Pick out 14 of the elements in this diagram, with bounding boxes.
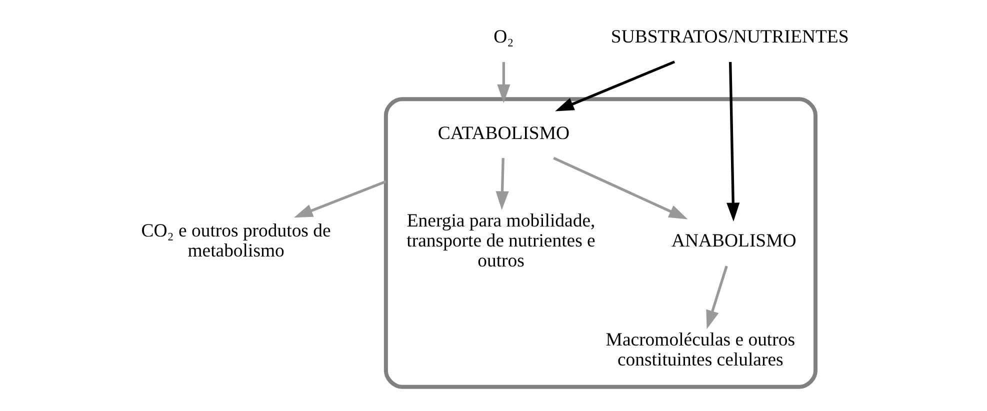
arrow bbox=[554, 60, 675, 112]
arrow bbox=[552, 156, 688, 220]
node-text: ANABOLISMO bbox=[670, 230, 796, 252]
node-text: CATABOLISMO bbox=[437, 122, 570, 144]
node-text: Energia para mobilidade, transporte de nutrientes e outros bbox=[406, 210, 595, 272]
arrow bbox=[726, 62, 740, 222]
arrow bbox=[496, 62, 510, 104]
node-text: Macromoléculas e outros constituintes celulares bbox=[605, 330, 795, 371]
node-text: SUBSTRATOS/NUTRIENTES bbox=[610, 26, 848, 48]
arrow bbox=[293, 180, 386, 218]
node-text: CO₂ e outros produtos de metabolismo bbox=[140, 220, 330, 262]
node-text: O₂ bbox=[493, 26, 514, 48]
arrow bbox=[706, 266, 728, 330]
arrow bbox=[495, 158, 508, 210]
